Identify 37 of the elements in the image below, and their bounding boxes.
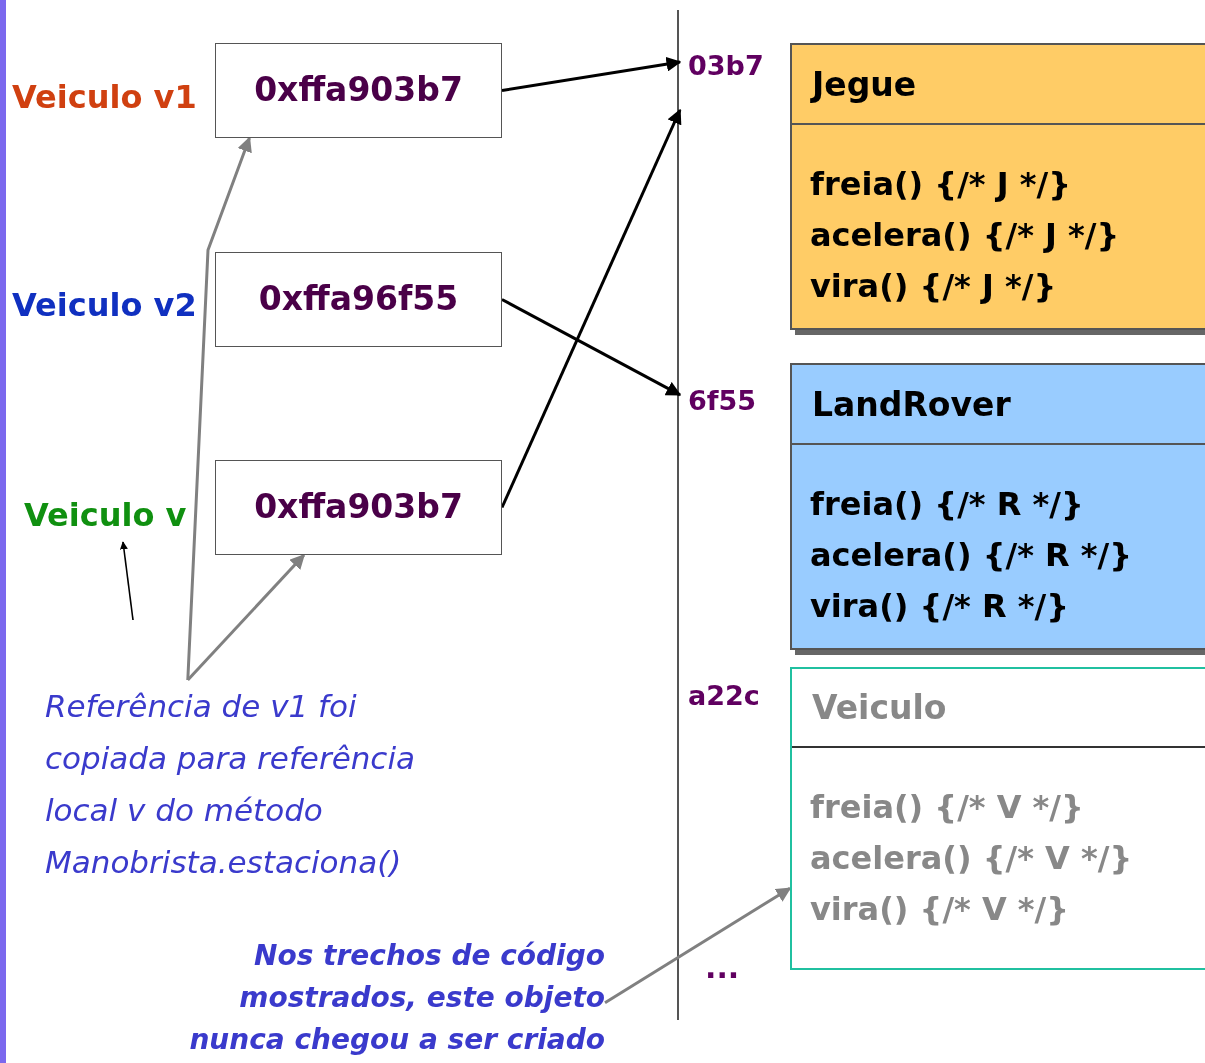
reference-value: 0xffa903b7 <box>253 69 464 111</box>
variable-label: Veiculo v <box>24 488 204 542</box>
class-name: LandRover <box>812 384 1011 424</box>
object-box <box>790 43 1205 330</box>
ellipsis-label: ... <box>705 950 740 985</box>
reference-value: 0xffa96f55 <box>257 278 460 320</box>
method-line: acelera() {/* J */} <box>810 215 1121 256</box>
class-name: Jegue <box>812 64 917 104</box>
address-label: 03b7 <box>687 50 765 81</box>
method-line: vira() {/* R */} <box>810 586 1070 627</box>
reference-box <box>215 460 502 555</box>
arrow <box>186 136 252 681</box>
method-line: vira() {/* V */} <box>810 889 1071 930</box>
address-label: 6f55 <box>687 385 758 416</box>
method-line: freia() {/* J */} <box>810 164 1072 205</box>
arrow <box>604 886 792 1005</box>
arrow <box>500 108 682 509</box>
note-text: Nos trechos de código mostrados, este objeto nunca chegou a ser criado <box>188 938 605 1058</box>
variable-label: Veiculo v1 <box>12 70 212 124</box>
note-text: Referência de v1 foi copiada para referência local v do método Manobrista.estaciona() <box>45 687 417 882</box>
method-line: acelera() {/* V */} <box>810 838 1134 879</box>
reference-box <box>215 43 502 138</box>
address-label: a22c <box>687 680 761 711</box>
reference-box <box>215 252 502 347</box>
method-line: vira() {/* J */} <box>810 266 1058 307</box>
arrow <box>119 541 134 621</box>
object-box <box>790 667 1205 970</box>
reference-value: 0xffa903b7 <box>253 486 464 528</box>
arrow <box>501 56 682 92</box>
arrow <box>186 553 306 682</box>
method-line: freia() {/* R */} <box>810 484 1085 525</box>
class-name: Veiculo <box>812 688 947 727</box>
arrow <box>501 298 682 397</box>
method-line: acelera() {/* R */} <box>810 535 1134 576</box>
variable-label: Veiculo v2 <box>12 278 212 332</box>
method-line: freia() {/* V */} <box>810 787 1085 828</box>
object-box <box>790 363 1205 650</box>
